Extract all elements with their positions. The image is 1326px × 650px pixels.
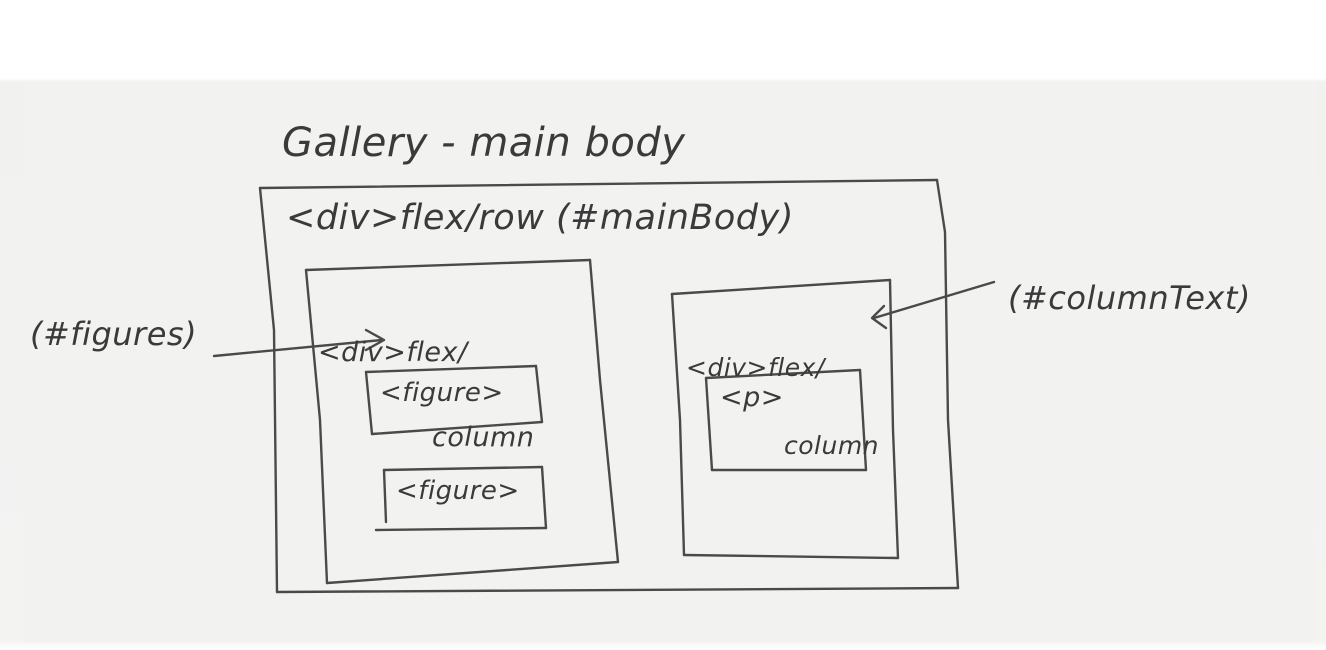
figures-column-box xyxy=(304,258,620,585)
paragraph-box xyxy=(704,368,868,472)
figure-label-1: <figure> xyxy=(380,378,504,408)
figure-label-2: <figure> xyxy=(396,476,520,506)
paper-sheet xyxy=(24,82,1316,642)
figures-arrow xyxy=(212,328,386,358)
main-body-label: <div>flex/row (#mainBody) xyxy=(286,198,794,238)
columntext-id-annotation: (#columnText) xyxy=(1008,279,1251,317)
figures-column-label-line1: <div>flex/ xyxy=(318,336,468,368)
columntext-arrow xyxy=(870,280,996,330)
text-column-label: <div>flex/ column xyxy=(686,302,879,512)
text-column-box xyxy=(670,278,900,560)
text-column-label-line1: <div>flex/ xyxy=(686,352,825,382)
figures-column-label: <div>flex/ column xyxy=(318,282,534,509)
main-body-box xyxy=(258,178,960,594)
figures-id-annotation: (#figures) xyxy=(30,315,198,353)
text-column-label-line2: column xyxy=(784,431,880,461)
diagram-title: Gallery - main body xyxy=(282,120,686,166)
figures-column-label-line2: column xyxy=(432,421,535,453)
figure-box-2 xyxy=(374,465,548,532)
figure-box-1 xyxy=(364,364,544,436)
paragraph-label: <p> xyxy=(720,382,784,413)
